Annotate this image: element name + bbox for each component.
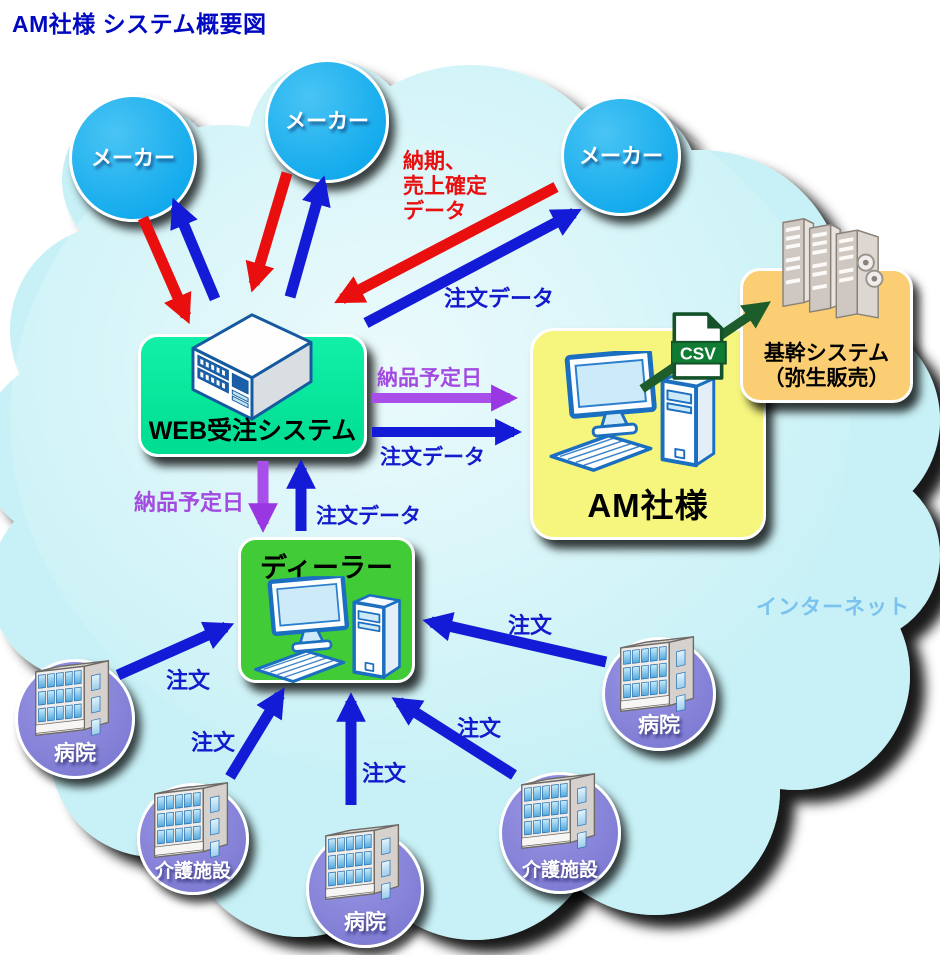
client-label: 介護施設 — [521, 860, 598, 881]
node-dealer: ディーラー — [238, 537, 415, 683]
csv-file-label: CSV — [680, 343, 716, 363]
client-label: 病院 — [344, 911, 386, 934]
node-hospital-2: 病院 — [306, 830, 424, 948]
label-order-data-h: 注文データ — [380, 446, 485, 469]
node-hospital-1: 病院 — [15, 659, 135, 779]
csv-file-icon: CSV — [671, 312, 727, 380]
page-title: AM社様 システム概要図 — [12, 11, 267, 37]
desktop-computer-icon — [253, 576, 403, 693]
client-label: 介護施設 — [154, 861, 231, 882]
label-maker-feedback: 納期、 売上確定 データ — [403, 149, 487, 224]
node-care-facility-2: 介護施設 — [499, 772, 621, 894]
client-label: 病院 — [54, 742, 96, 765]
core-system-label: 基幹システム （弥生販売） — [743, 341, 910, 391]
building-icon — [615, 620, 701, 715]
label-order-data-top: 注文データ — [444, 286, 555, 311]
server-icon — [183, 303, 321, 423]
label-order-5: 注文 — [508, 613, 553, 638]
building-icon — [30, 644, 116, 739]
building-icon — [320, 808, 406, 903]
node-core-system: 基幹システム （弥生販売） — [740, 268, 913, 403]
label-order-data-v: 注文データ — [316, 505, 421, 528]
maker-label: メーカー — [91, 146, 175, 170]
core-system-label-line2: （弥生販売） — [763, 366, 890, 390]
label-order-3: 注文 — [362, 761, 407, 786]
building-icon — [149, 766, 235, 861]
core-system-label-line1: 基幹システム — [763, 341, 890, 365]
mainframe-servers-icon — [777, 215, 907, 333]
label-maker-feedback-line2: 売上確定 — [403, 175, 487, 198]
label-order-2: 注文 — [191, 730, 236, 755]
label-order-1: 注文 — [166, 668, 211, 693]
label-internet: インターネット — [756, 596, 910, 619]
node-web-order-system: WEB受注システム — [138, 334, 367, 457]
node-maker-2: メーカー — [265, 59, 389, 183]
node-care-facility-1: 介護施設 — [137, 783, 249, 895]
web-system-label: WEB受注システム — [148, 417, 357, 445]
maker-label: メーカー — [285, 109, 369, 133]
label-delivery-date-h: 納品予定日 — [377, 367, 482, 390]
label-maker-feedback-line3: データ — [403, 200, 466, 223]
building-icon — [516, 757, 602, 852]
node-maker-3: メーカー — [561, 96, 681, 216]
am-company-label: AM社様 — [587, 487, 709, 524]
node-hospital-3: 病院 — [602, 637, 716, 751]
label-maker-feedback-line1: 納期、 — [403, 150, 466, 173]
node-maker-1: メーカー — [69, 94, 197, 222]
node-am-company: AM社様 — [530, 328, 766, 540]
label-order-4: 注文 — [457, 716, 502, 741]
maker-label: メーカー — [579, 144, 663, 168]
label-delivery-date-v: 納品予定日 — [134, 490, 245, 515]
client-label: 病院 — [638, 714, 680, 737]
